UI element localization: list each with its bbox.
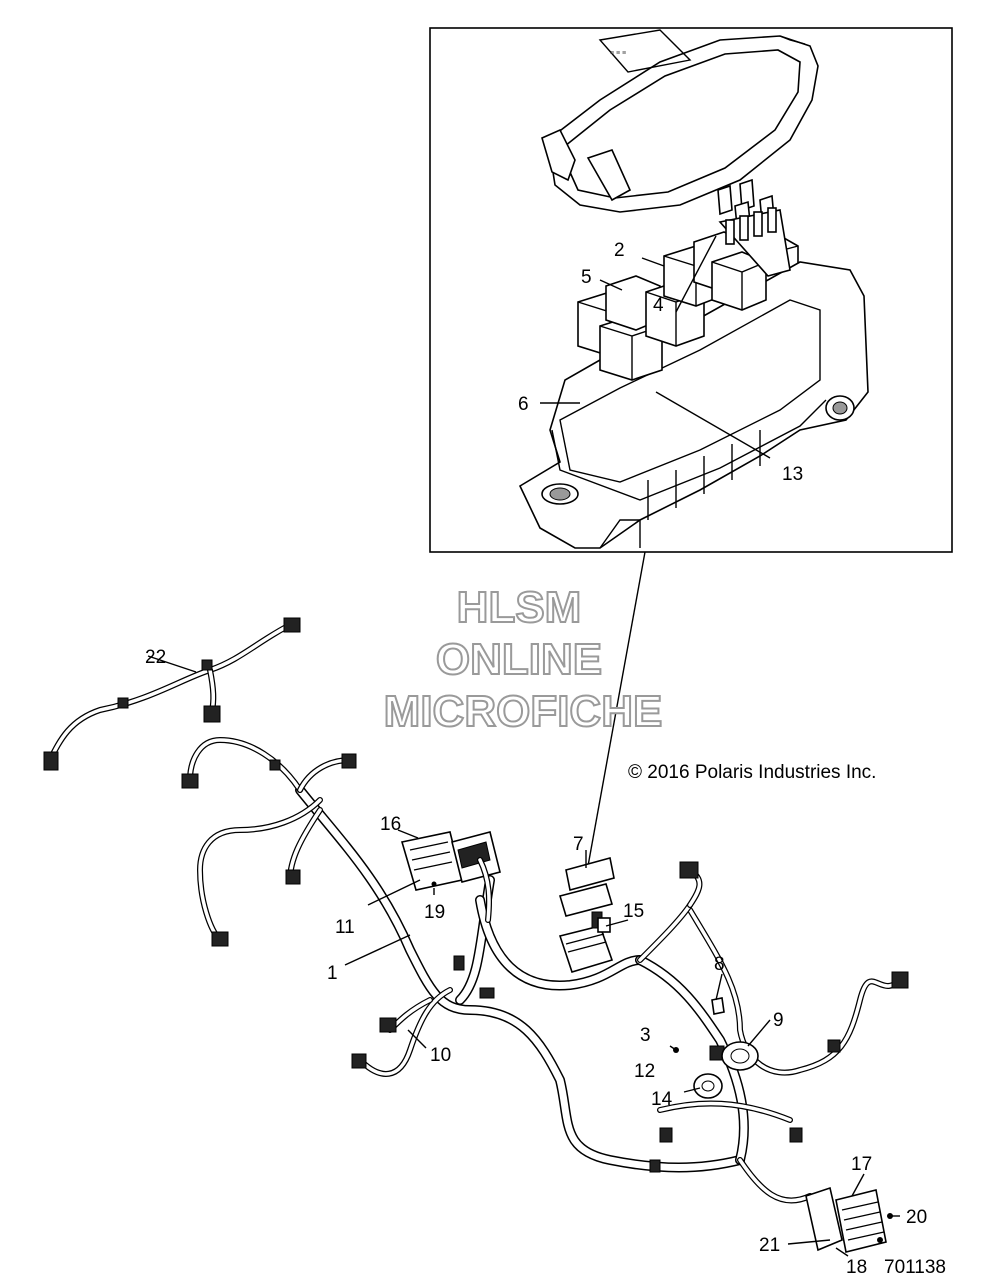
fuse-box-cover: ≡ ≡ ≡ — [541, 29, 819, 213]
callout-6: 6 — [518, 394, 529, 415]
diagram-number: 701138 — [884, 1257, 946, 1278]
fastener-19 — [431, 881, 437, 887]
watermark-line3: MICROFICHE — [384, 687, 663, 736]
callout-8: 8 — [714, 954, 725, 975]
harness-connectors — [43, 617, 909, 1173]
grommet-14 — [693, 1073, 723, 1099]
bracket-17-21 — [805, 1186, 893, 1253]
callout-numbers: 4 2 5 6 13 22 16 7 11 19 15 1 8 9 3 10 1… — [145, 240, 946, 1278]
callout-16: 16 — [380, 814, 401, 835]
callout-10: 10 — [430, 1045, 451, 1066]
callout-9: 9 — [773, 1010, 784, 1031]
fuse-box-7 — [558, 857, 615, 973]
callout-17: 17 — [851, 1154, 872, 1175]
svg-text:≡ ≡ ≡: ≡ ≡ ≡ — [610, 50, 626, 57]
fuse-box-base — [518, 261, 869, 549]
callout-20: 20 — [906, 1207, 927, 1228]
callout-11: 11 — [335, 917, 355, 938]
callout-7: 7 — [573, 834, 584, 855]
fuse-box-inset: ≡ ≡ ≡ — [429, 27, 953, 553]
callout-2: 2 — [614, 240, 625, 261]
callout-15: 15 — [623, 901, 644, 922]
watermark-line1: HLSM — [457, 583, 582, 632]
callout-21: 21 — [759, 1235, 780, 1256]
callout-1: 1 — [327, 963, 338, 984]
relays — [577, 207, 791, 381]
callout-22: 22 — [145, 647, 166, 668]
callout-leader-lines — [147, 655, 900, 1257]
watermark-line2: ONLINE — [436, 635, 602, 684]
callout-14: 14 — [651, 1089, 673, 1110]
callout-5: 5 — [581, 267, 592, 288]
callout-18: 18 — [846, 1257, 867, 1278]
clip-8 — [711, 997, 725, 1015]
inset-leader-lines — [540, 235, 771, 459]
ecu-module-16 — [400, 831, 501, 923]
callout-13: 13 — [782, 464, 803, 485]
copyright-notice: © 2016 Polaris Industries Inc. — [628, 762, 877, 783]
callout-4: 4 — [653, 295, 664, 316]
watermark: HLSM ONLINE MICROFICHE — [383, 582, 664, 737]
callout-3: 3 — [640, 1025, 651, 1046]
callout-19: 19 — [424, 902, 445, 923]
inset-connector-line — [587, 551, 646, 867]
callout-12: 12 — [634, 1061, 655, 1082]
